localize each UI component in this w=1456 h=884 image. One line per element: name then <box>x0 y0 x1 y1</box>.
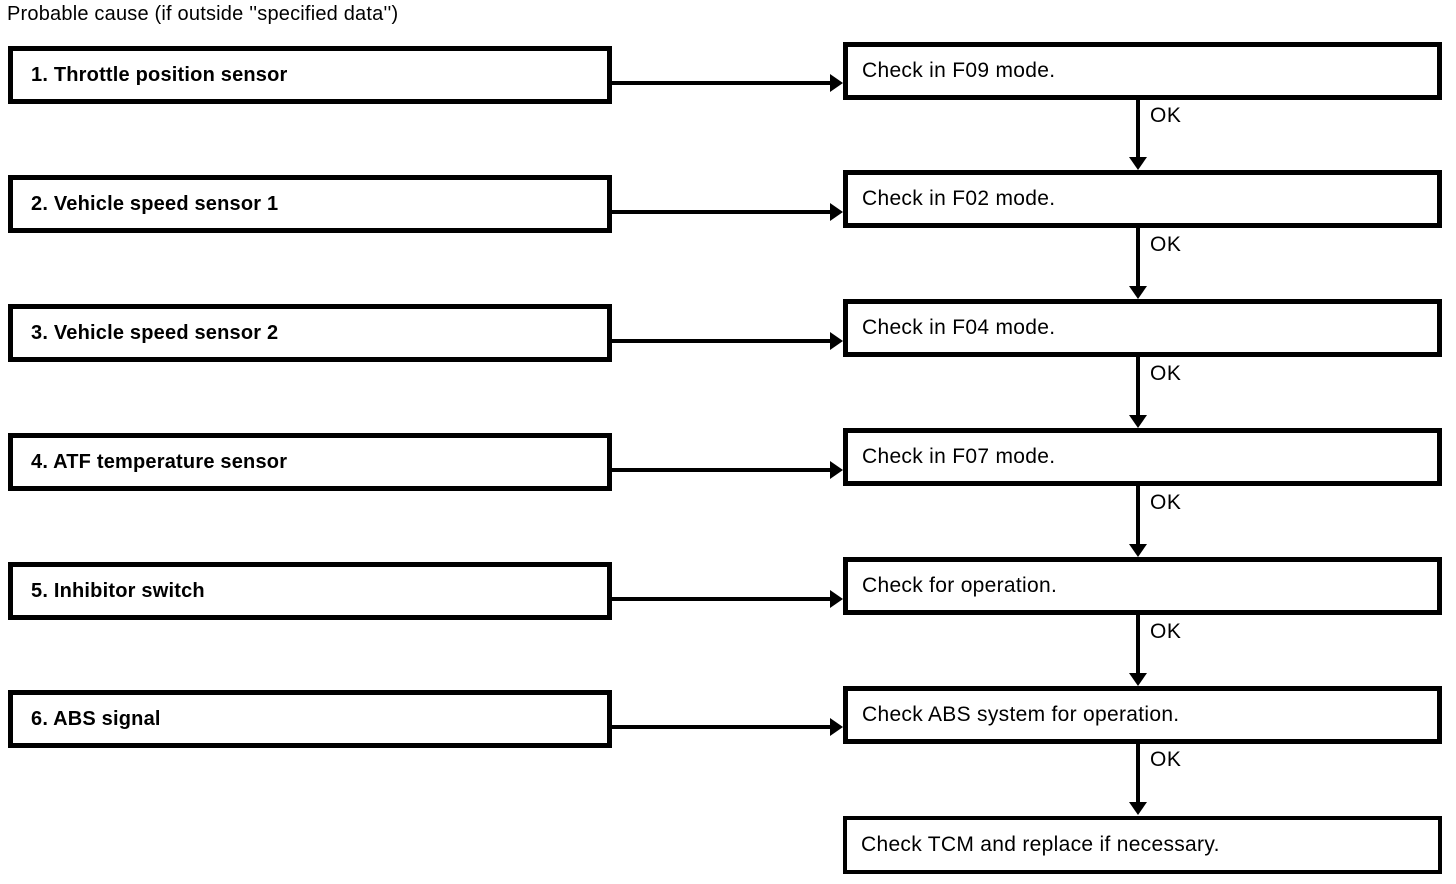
cause-box-atf-temperature-sensor: 4. ATF temperature sensor <box>8 433 612 491</box>
cause-label: 5. Inhibitor switch <box>31 579 205 602</box>
vertical-arrow-icon <box>1129 99 1147 170</box>
ok-branch-label: OK <box>1150 748 1182 771</box>
ok-branch-label: OK <box>1150 362 1182 385</box>
horizontal-arrow-icon <box>612 718 843 736</box>
page-title: Probable cause (if outside ''specified d… <box>7 3 399 25</box>
check-box-f09-mode: Check in F09 mode. <box>843 42 1442 100</box>
cause-label: 2. Vehicle speed sensor 1 <box>31 192 279 215</box>
horizontal-arrow-icon <box>612 203 843 221</box>
horizontal-arrow-icon <box>612 332 843 350</box>
ok-branch-label: OK <box>1150 104 1182 127</box>
cause-label: 3. Vehicle speed sensor 2 <box>31 321 279 344</box>
vertical-arrow-icon <box>1129 228 1147 299</box>
vertical-arrow-icon <box>1129 357 1147 428</box>
horizontal-arrow-icon <box>612 74 843 92</box>
check-box-abs-system-operation: Check ABS system for operation. <box>843 686 1442 744</box>
check-label: Check in F04 mode. <box>862 316 1056 339</box>
vertical-arrow-icon <box>1129 486 1147 557</box>
cause-box-inhibitor-switch: 5. Inhibitor switch <box>8 562 612 620</box>
check-label: Check in F02 mode. <box>862 187 1056 210</box>
horizontal-arrow-icon <box>612 461 843 479</box>
cause-box-abs-signal: 6. ABS signal <box>8 690 612 748</box>
cause-label: 4. ATF temperature sensor <box>31 450 288 473</box>
vertical-arrow-icon <box>1129 615 1147 686</box>
check-label: Check for operation. <box>862 574 1058 597</box>
cause-box-vehicle-speed-sensor-2: 3. Vehicle speed sensor 2 <box>8 304 612 362</box>
ok-branch-label: OK <box>1150 620 1182 643</box>
cause-label: 1. Throttle position sensor <box>31 63 288 86</box>
check-label: Check TCM and replace if necessary. <box>861 833 1220 856</box>
vertical-arrow-icon <box>1129 744 1147 815</box>
ok-branch-label: OK <box>1150 233 1182 256</box>
cause-box-vehicle-speed-sensor-1: 2. Vehicle speed sensor 1 <box>8 175 612 233</box>
check-box-f04-mode: Check in F04 mode. <box>843 299 1442 357</box>
check-box-f02-mode: Check in F02 mode. <box>843 170 1442 228</box>
cause-box-throttle-position-sensor: 1. Throttle position sensor <box>8 46 612 104</box>
check-box-operation: Check for operation. <box>843 557 1442 615</box>
horizontal-arrow-icon <box>612 590 843 608</box>
check-label: Check in F09 mode. <box>862 59 1056 82</box>
check-box-tcm-replace: Check TCM and replace if necessary. <box>843 816 1442 874</box>
check-box-f07-mode: Check in F07 mode. <box>843 428 1442 486</box>
cause-label: 6. ABS signal <box>31 707 161 730</box>
check-label: Check ABS system for operation. <box>862 703 1180 726</box>
ok-branch-label: OK <box>1150 491 1182 514</box>
check-label: Check in F07 mode. <box>862 445 1056 468</box>
